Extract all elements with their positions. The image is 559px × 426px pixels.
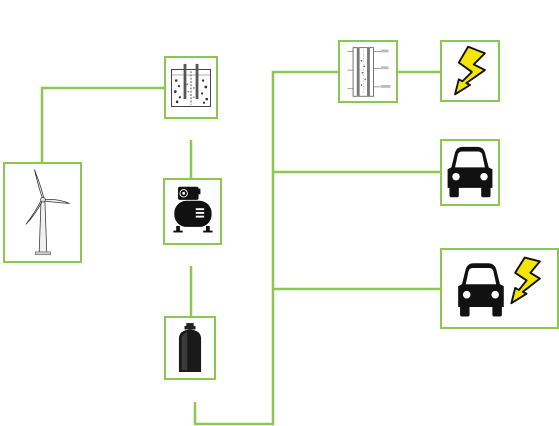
electricity-node [440, 40, 500, 102]
car-icon [447, 146, 493, 198]
gas-cylinder-node [164, 316, 216, 380]
electrolyzer-node [164, 56, 218, 119]
car-with-lightning-icon [458, 256, 541, 317]
fuel-cell-node [338, 40, 398, 103]
line-wind-to-electrolyzer [40, 86, 165, 162]
electric-car-node [440, 248, 559, 329]
wind-turbine-node [3, 162, 82, 263]
compressor-node [163, 178, 222, 245]
fuel-cell-car-node [440, 139, 500, 206]
compressor-icon [173, 186, 213, 233]
wind-turbine-icon [25, 169, 70, 256]
gas-cylinder-icon [178, 323, 202, 372]
electrolyzer-cell-icon [171, 63, 211, 107]
fuel-cell-schematic-icon [347, 47, 391, 97]
line-cylinder-to-bus [193, 70, 340, 426]
lightning-icon [454, 45, 486, 96]
